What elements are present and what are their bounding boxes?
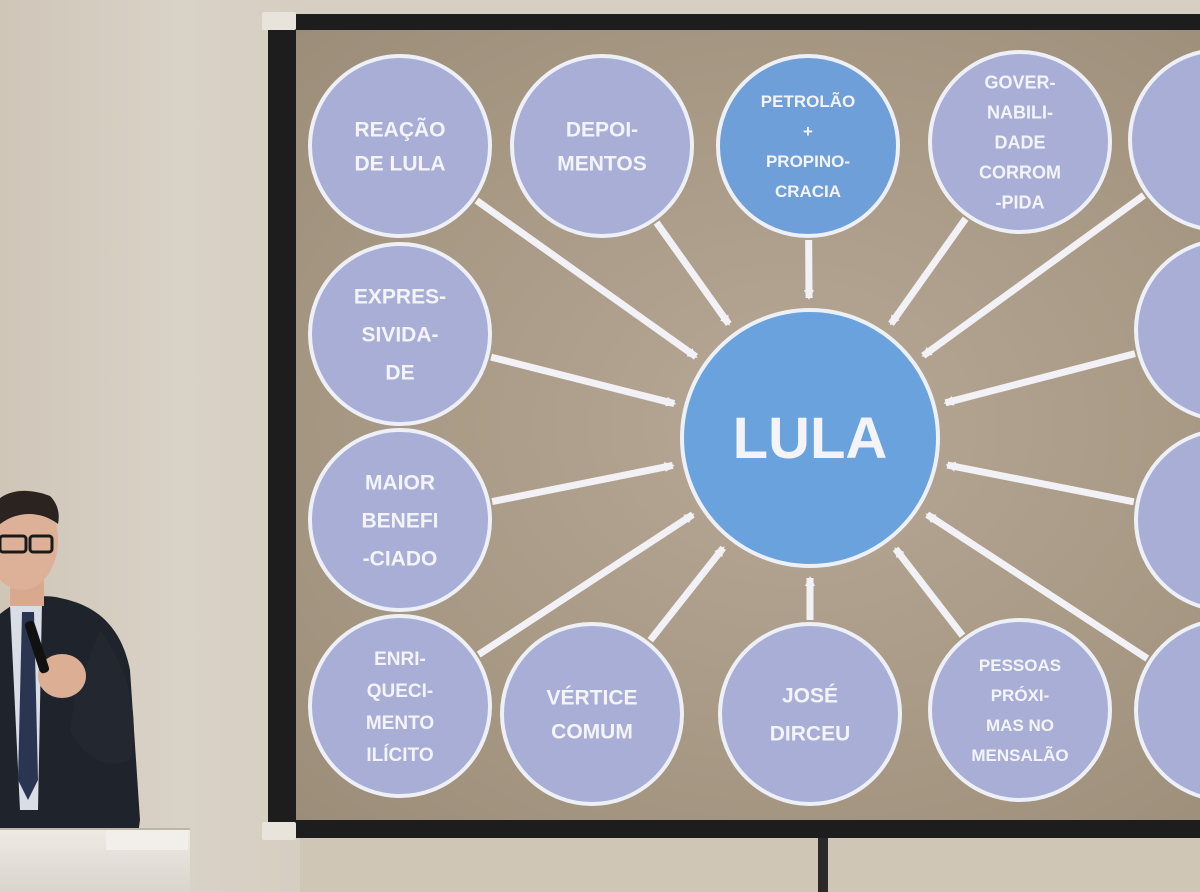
node-circle [928,618,1112,802]
screen-clip-bottom [262,822,296,840]
node-circle [716,54,900,238]
node-enriquecimento: ENRI- QUECI- MENTO ILÍCITO [308,614,492,798]
node-label-line: SIVIDA- [361,324,438,347]
node-circle [308,54,492,238]
node-expressividade: EXPRES- SIVIDA- DE [308,242,492,426]
microphone [24,620,50,674]
node-governabilidade: GOVER- NABILI- DADE CORROM -PIDA [928,50,1112,234]
node-label-line: + [803,122,813,141]
node-label-line: ENRI- [374,649,426,670]
podium-top [106,830,188,850]
node-right-top-partial: PDE [1128,50,1200,230]
node-label-line: COMUM [551,721,633,744]
node-label-line: PESSOAS [979,656,1061,675]
arrow-right-low-partial [945,461,1135,506]
node-label-line: CRACIA [775,182,841,201]
node-right-low-partial: PEPMLAT [1134,431,1200,609]
node-label-line: ILÍCITO [366,744,433,766]
node-reacao: REAÇÃO DE LULA [308,54,492,238]
node-label-line: MAS NO [986,716,1054,735]
arrow-vertice [647,545,726,643]
node-label-line: -CIADO [363,548,438,571]
node-circle [718,622,902,806]
center-label: LULA [733,406,888,471]
node-circle [510,54,694,238]
node-label-line: MAIOR [365,472,435,495]
speaker-figure [0,490,140,892]
node-right-mid-partial: PTUCNOP [1134,241,1200,419]
node-label-line: VÉRTICE [546,687,637,710]
arrow-reacao [474,197,698,360]
node-circle [500,622,684,806]
node-circle [1128,50,1200,230]
node-depoimentos: DEPOI- MENTOS [510,54,694,238]
node-circle [928,50,1112,234]
node-label-line: PETROLÃO [761,91,855,111]
node-label-line: DE [385,362,414,385]
node-petrolao: PETROLÃO + PROPINO- CRACIA [716,54,900,238]
node-label-line: BENEFI [361,510,438,533]
projected-slide: REAÇÃO DE LULA DEPOI- MENTOS PETROLÃO + PROPIN… [296,30,1200,820]
node-label-line: -PIDA [996,192,1045,212]
arrow-right-top-partial [921,192,1147,359]
nodes-group: REAÇÃO DE LULA DEPOI- MENTOS PETROLÃO + PROPIN… [308,50,1200,806]
arrow-maior-beneficiado [491,462,675,505]
node-circle [308,428,492,612]
arrow-depoimentos [653,220,732,327]
center-node: LULA [680,308,940,568]
node-label-line: NABILI- [987,102,1053,122]
node-label-line: DEPOI- [566,119,638,142]
node-circle [1134,241,1200,419]
screen-stand [818,838,828,892]
arrows-group [474,192,1150,662]
glasses [0,534,28,554]
screen-clip-top [262,12,296,30]
node-circle [1134,431,1200,609]
arrow-enriquecimento [476,511,695,658]
tie [18,612,38,800]
arrow-right-mid-partial [943,350,1136,407]
node-circle [1134,621,1200,799]
node-label-line: DE LULA [355,153,446,176]
node-label-line: MENTOS [557,153,646,176]
node-circle [308,614,492,798]
arm [70,630,134,764]
node-label-line: CORROM [979,162,1061,182]
hand [38,654,86,698]
node-pessoas-proximas: PESSOAS PRÓXI- MAS NO MENSALÃO [928,618,1112,802]
node-label-line: JOSÉ [782,685,838,708]
node-label-line: MENSALÃO [971,745,1068,765]
node-maior-beneficiado: MAIOR BENEFI -CIADO [308,428,492,612]
node-vertice: VÉRTICE COMUM [500,622,684,806]
node-label-line: EXPRES- [354,286,446,309]
arrow-expressividade [490,353,677,407]
node-label-line: DADE [994,132,1045,152]
node-label-line: DIRCEU [770,723,851,746]
node-label-line: PROPINO- [766,152,850,171]
arrow-right-bottom-partial [925,511,1150,662]
node-label-line: GOVER- [984,72,1055,92]
node-label-line: REAÇÃO [354,119,445,142]
node-circle [308,242,492,426]
center-circle [680,308,940,568]
node-label-line: QUECI- [367,681,434,702]
node-label-line: PRÓXI- [991,686,1050,705]
node-right-bottom-partial: MSA [1134,621,1200,799]
hair [0,490,59,525]
node-label-line: MENTO [366,713,434,734]
slide-diagram: REAÇÃO DE LULA DEPOI- MENTOS PETROLÃO + PROPIN… [308,50,1200,806]
arrow-governabilidade [888,216,969,326]
node-jose-dirceu: JOSÉ DIRCEU [718,622,902,806]
arrow-pessoas-proximas [892,546,966,638]
